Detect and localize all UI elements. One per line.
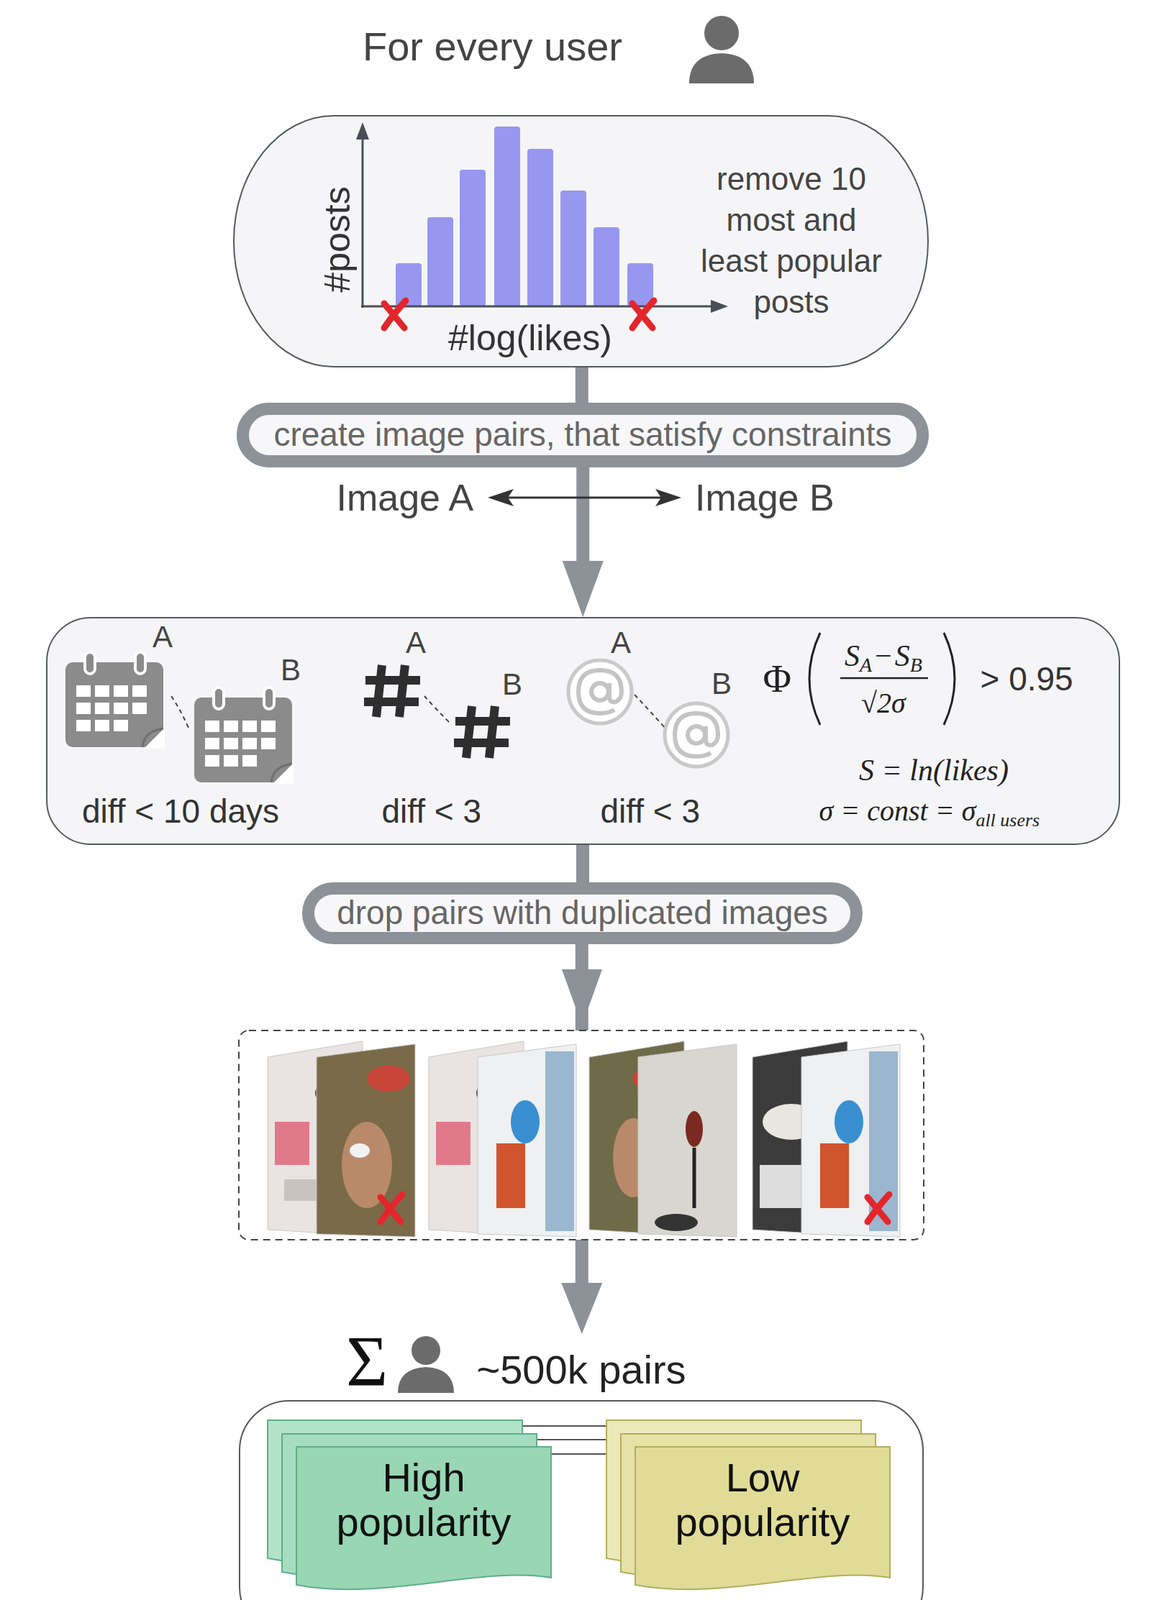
label-text: − xyxy=(874,640,893,672)
label-text: B xyxy=(910,655,923,676)
label-text: Φ xyxy=(763,659,792,699)
label-text: σ = const = σ xyxy=(819,797,977,826)
label-group: A xyxy=(610,628,631,659)
label-text: Σ xyxy=(346,1325,388,1398)
label-text: > 0.95 xyxy=(980,662,1074,696)
connector-line xyxy=(575,367,589,403)
label-text: A xyxy=(859,655,872,676)
title-text: For every user xyxy=(362,22,623,71)
label-group: SA−SB xyxy=(844,640,923,672)
label-text: √2σ xyxy=(861,689,906,718)
arrow-head xyxy=(561,969,603,1026)
label-text: A xyxy=(610,628,631,659)
connector-line xyxy=(576,845,590,883)
label-group: A xyxy=(405,628,426,659)
label-text: S xyxy=(844,640,860,672)
label-group: > 0.95 xyxy=(980,662,1074,696)
label-group: σ = const = σall users xyxy=(819,797,1041,826)
label-group: √2σ xyxy=(861,689,906,718)
page-stack: Low popularity xyxy=(635,1447,890,1593)
band-label: create image pairs, that satisfy constra… xyxy=(273,415,892,455)
user-icon xyxy=(689,15,754,84)
label-group: Σ xyxy=(346,1325,388,1398)
label-text: all users xyxy=(975,811,1040,831)
node-label: remove 10 most and least popular posts xyxy=(692,158,891,323)
label-text: B xyxy=(711,669,732,700)
connector-line xyxy=(551,1453,636,1456)
label-group: Image B xyxy=(694,479,835,517)
page-stack: High popularity xyxy=(296,1447,552,1593)
label-text: S = ln(likes) xyxy=(858,755,1009,786)
connector xyxy=(562,467,604,618)
pair-arrow xyxy=(487,489,682,507)
process-box: #posts #log(likes) remove 10 most and leas… xyxy=(233,115,929,368)
label-group: B xyxy=(280,655,301,686)
node-label: ~500k pairs xyxy=(476,1346,687,1395)
connector-line xyxy=(576,467,590,562)
label-group: B xyxy=(711,669,732,700)
arrow-head xyxy=(561,1283,603,1335)
result-group: ~500k pairs High popularity Low populari… xyxy=(238,1334,924,1600)
node-label: High popularity xyxy=(308,1456,539,1546)
reject-mark xyxy=(380,1194,890,1223)
label-text: Image B xyxy=(694,479,835,517)
arrow-head xyxy=(562,561,604,618)
band-label: drop pairs with duplicated images xyxy=(336,893,829,934)
node-label: Low popularity xyxy=(647,1456,878,1546)
connector xyxy=(581,367,582,403)
label-group: S = ln(likes) xyxy=(858,755,1009,786)
label-text: B xyxy=(280,655,301,686)
node-label: diff < 3 xyxy=(600,792,701,832)
label-group: A xyxy=(152,622,173,653)
user-icon xyxy=(397,1336,454,1394)
connector xyxy=(551,1454,636,1456)
label-text: A xyxy=(405,628,426,659)
node-label: #posts xyxy=(315,186,359,293)
image-panel xyxy=(238,1030,924,1241)
label-group: Φ xyxy=(763,659,792,699)
step-band: drop pairs with duplicated images xyxy=(302,882,863,945)
label-group: B xyxy=(502,669,523,700)
label-text: S xyxy=(894,640,911,672)
node-label: #log(likes) xyxy=(448,316,613,360)
node-label: diff < 3 xyxy=(382,792,483,832)
node-label: diff < 10 days xyxy=(82,792,280,832)
step-band: create image pairs, that satisfy constra… xyxy=(236,402,929,468)
pair-link xyxy=(522,1426,621,1441)
label-text: A xyxy=(152,622,173,653)
label-group: Image A xyxy=(336,479,475,517)
connector xyxy=(582,845,584,883)
label-text: Image A xyxy=(336,479,475,517)
label-text: B xyxy=(502,669,523,700)
